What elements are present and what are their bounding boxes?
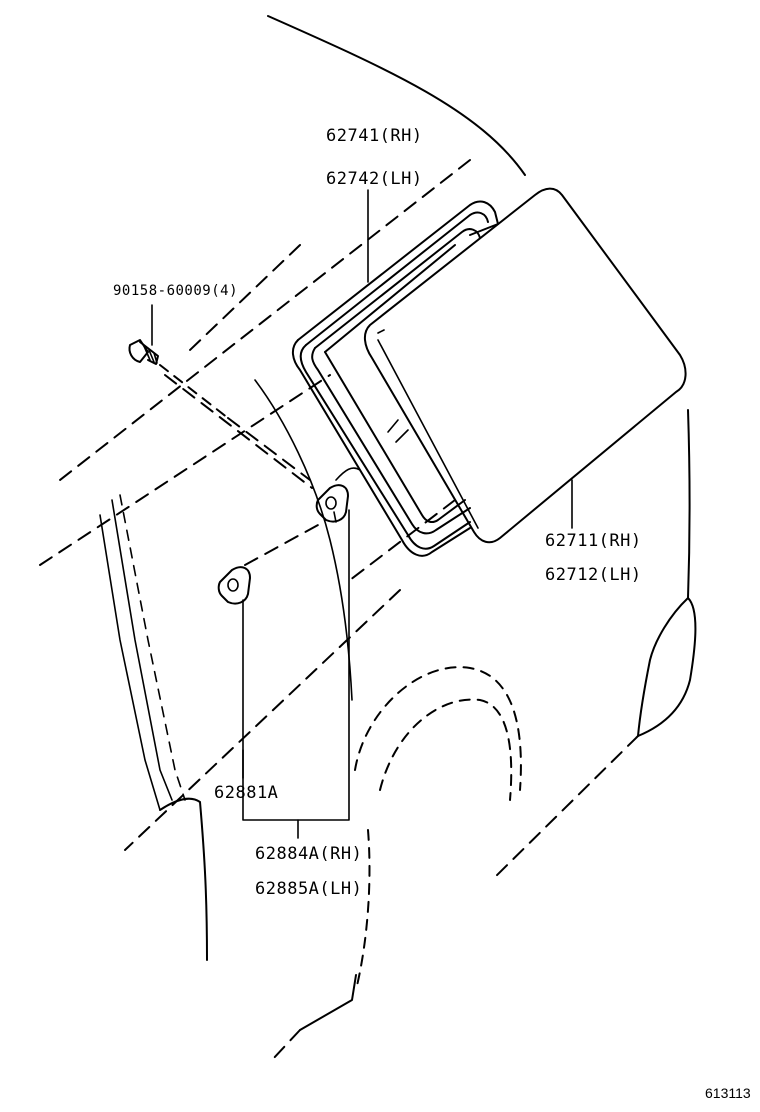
label-62884a: 62884A(RH) — [255, 844, 363, 864]
reference-lines — [39, 159, 471, 851]
window-weatherstrip — [292, 200, 499, 557]
label-62885a: 62885A(LH) — [255, 879, 363, 899]
wheel-arch — [271, 666, 522, 1061]
label-62742: 62742(LH) — [326, 169, 423, 189]
body-outline — [99, 15, 697, 961]
label-62741: 62741(RH) — [326, 126, 423, 146]
label-62711: 62711(RH) — [545, 531, 642, 551]
clip-icon — [315, 484, 349, 523]
bolt-icon — [128, 339, 229, 419]
window-glass — [335, 187, 687, 544]
label-62881a: 62881A — [214, 783, 279, 803]
clip-62881a-icon — [217, 566, 251, 605]
label-62712: 62712(LH) — [545, 565, 642, 585]
label-90158-60009: 90158-60009(4) — [113, 283, 239, 299]
diagram-reference-number: 613113 — [705, 1085, 751, 1101]
leader-lines — [151, 189, 573, 839]
